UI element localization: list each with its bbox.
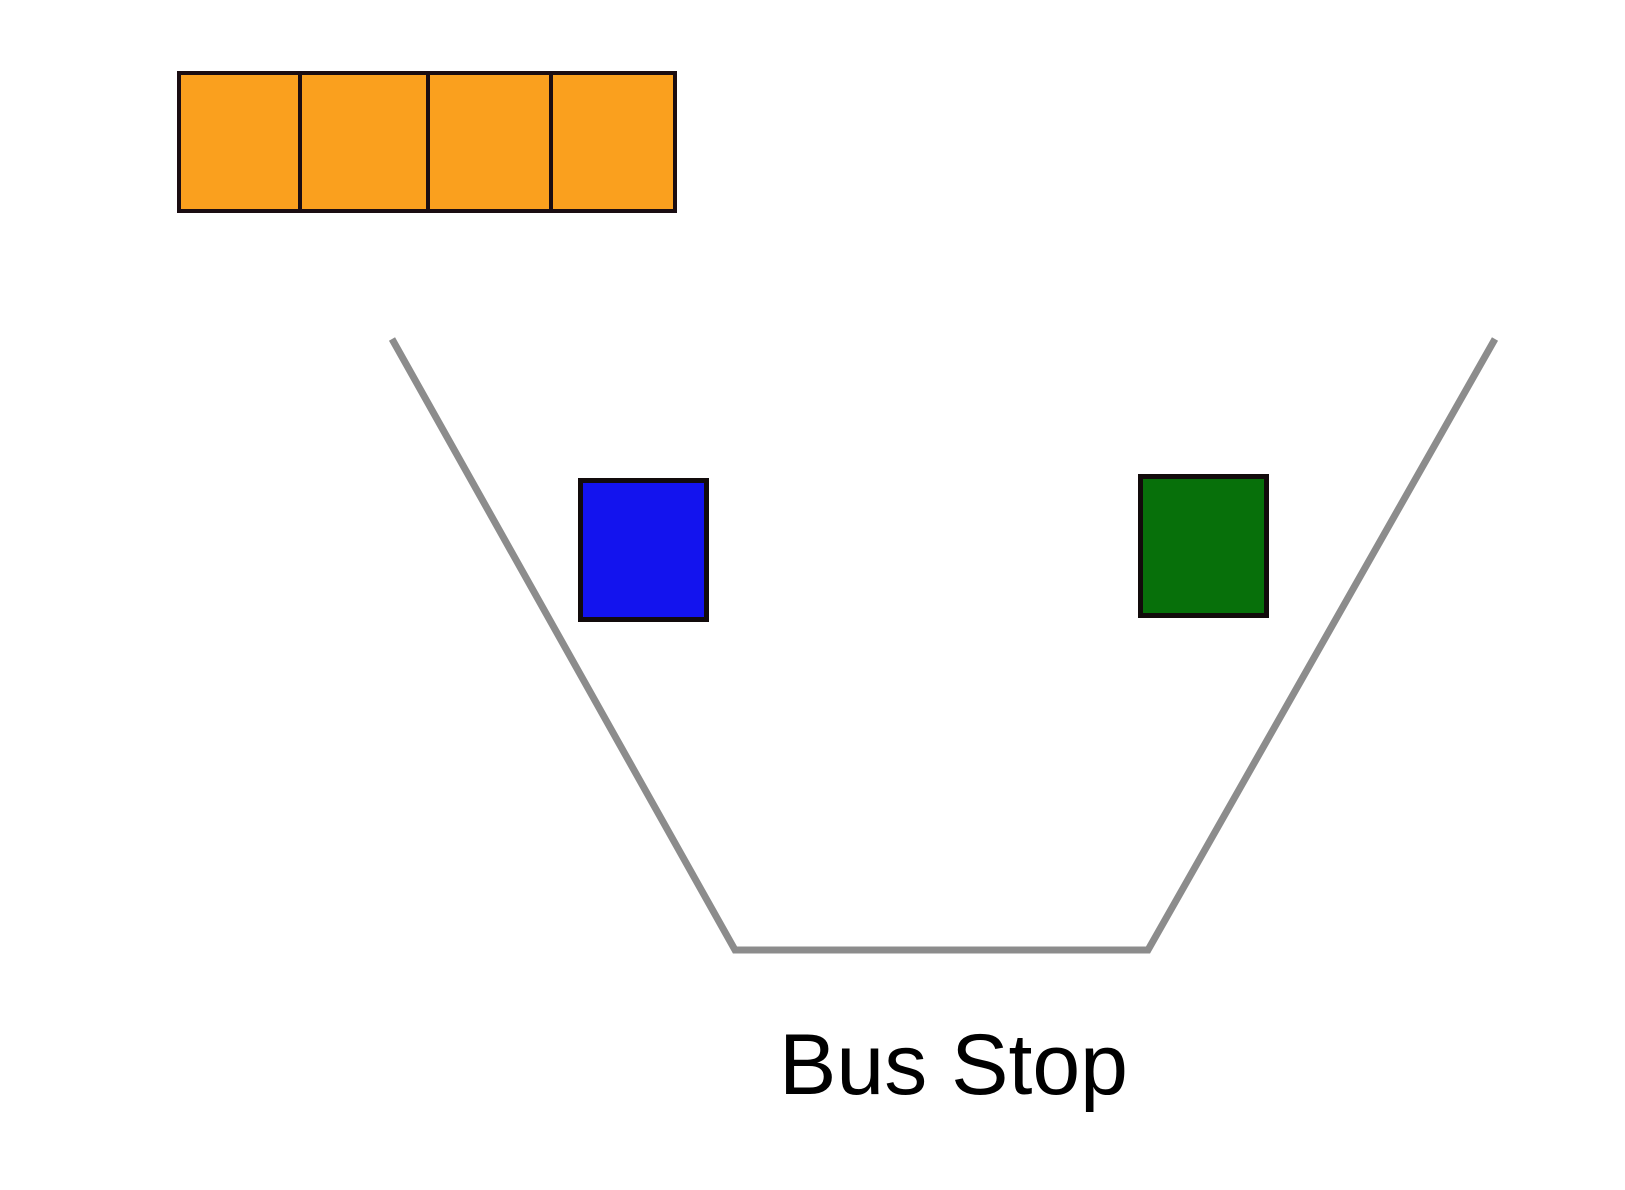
orange-bar-segment-1[interactable]	[177, 71, 302, 213]
segmented-orange-bar[interactable]	[177, 71, 677, 213]
green-square[interactable]	[1138, 474, 1269, 618]
orange-bar-segment-3[interactable]	[426, 71, 553, 213]
orange-bar-segment-2[interactable]	[298, 71, 430, 213]
blue-square[interactable]	[578, 478, 709, 622]
bus-stop-bay-outline	[388, 337, 1499, 954]
orange-bar-segment-4[interactable]	[549, 71, 677, 213]
bus-stop-label: Bus Stop	[779, 1017, 1128, 1113]
